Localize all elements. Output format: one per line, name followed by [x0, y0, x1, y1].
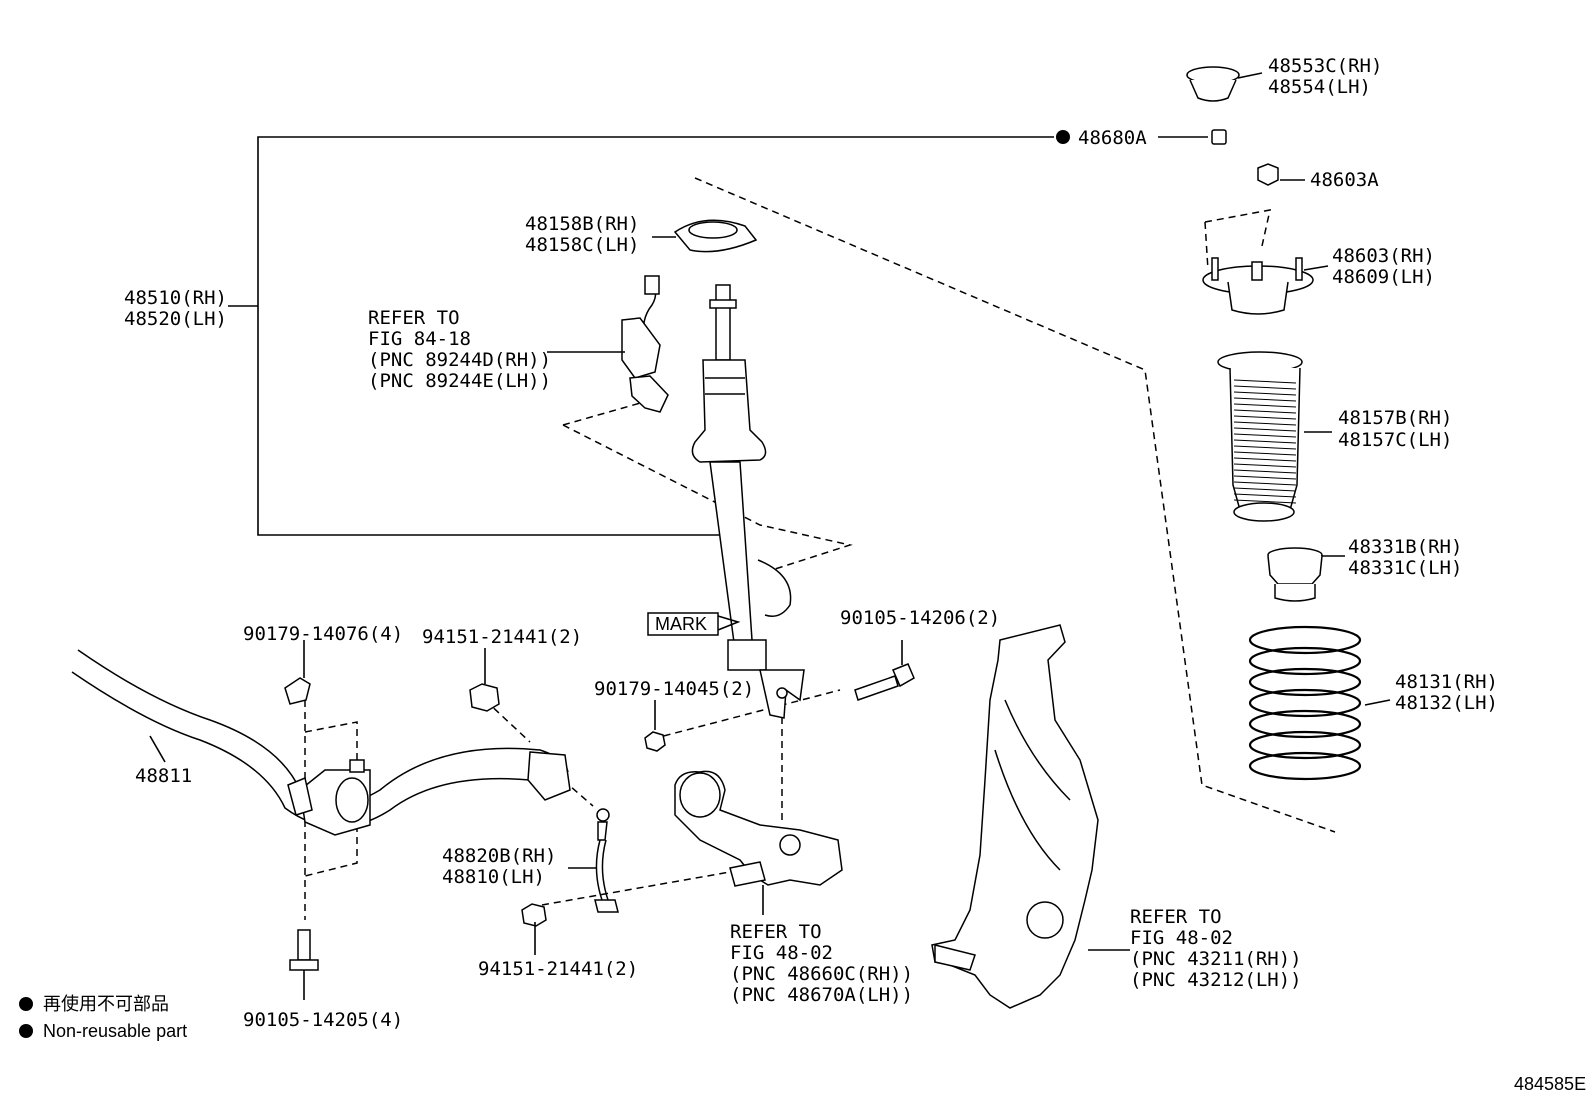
label-90105-14205: 90105-14205(4) — [243, 1009, 403, 1031]
refer3-line4: (PNC 43212(LH)) — [1130, 969, 1302, 991]
label-48157b: 48157B(RH) — [1338, 407, 1452, 429]
legend: 再使用不可部品 Non-reusable part — [19, 994, 187, 1041]
label-48680a: 48680A — [1078, 127, 1147, 149]
shock-absorber-part — [691, 284, 805, 719]
mark-callout: MARK — [647, 612, 741, 636]
label-48553c: 48553C(RH) — [1268, 55, 1382, 77]
refer1-line3: (PNC 89244D(RH)) — [368, 349, 551, 371]
nut-48603a-part — [1257, 163, 1305, 186]
refer2-line1: REFER TO — [730, 921, 822, 943]
stabilizer-bar-part — [71, 649, 571, 828]
label-48603a: 48603A — [1310, 169, 1379, 191]
refer1-line1: REFER TO — [368, 307, 460, 329]
legend-dot-en — [19, 1024, 33, 1038]
steering-knuckle-part — [931, 624, 1130, 1009]
label-48554: 48554(LH) — [1268, 76, 1371, 98]
label-48331b: 48331B(RH) — [1348, 536, 1462, 558]
nut-48680a-part — [1211, 129, 1227, 145]
bolt-90105-14205-part — [289, 929, 319, 1000]
label-90105-14206: 90105-14206(2) — [840, 607, 1000, 629]
upper-insulator-part — [652, 219, 758, 253]
diagram-id: 484585E — [1514, 1074, 1586, 1094]
label-48131: 48131(RH) — [1395, 671, 1498, 693]
label-94151-top: 94151-21441(2) — [422, 626, 582, 648]
strut-mount-part — [1202, 257, 1329, 315]
stabilizer-link-part — [568, 808, 619, 913]
label-48609: 48609(LH) — [1332, 266, 1435, 288]
strut-assembly-bracket — [228, 130, 1208, 536]
refer3-line1: REFER TO — [1130, 906, 1222, 928]
nut-94151-bottom-part — [521, 903, 547, 955]
label-48520: 48520(LH) — [124, 308, 227, 330]
dust-cap-part — [1186, 66, 1263, 102]
callout-labels: 48553C(RH) 48554(LH) 48680A 48603A 48158… — [124, 55, 1498, 1031]
mark-label: MARK — [655, 614, 707, 634]
stabilizer-bushing-part — [287, 759, 371, 836]
refer1-line4: (PNC 89244E(LH)) — [368, 370, 551, 392]
label-48157c: 48157C(LH) — [1338, 429, 1452, 451]
lower-arm-part — [674, 770, 843, 915]
sensor-bracket-part — [547, 275, 669, 413]
label-48820b: 48820B(RH) — [442, 845, 556, 867]
bellows-boot-part — [1217, 351, 1332, 522]
label-48603: 48603(RH) — [1332, 245, 1435, 267]
label-48132: 48132(LH) — [1395, 692, 1498, 714]
label-48510: 48510(RH) — [124, 287, 227, 309]
bolt-90105-14206-part — [854, 640, 915, 701]
legend-dot-jp — [19, 997, 33, 1011]
label-90179-14045: 90179-14045(2) — [594, 678, 754, 700]
assembly-dashed-lines — [304, 177, 1336, 920]
legend-english-text: Non-reusable part — [43, 1021, 187, 1041]
nut-90179-14045-part — [644, 700, 666, 752]
coil-spring-part — [1248, 625, 1362, 781]
refer2-line4: (PNC 48670A(LH)) — [730, 984, 913, 1006]
bump-stopper-part — [1267, 547, 1345, 602]
label-48158b: 48158B(RH) — [525, 213, 639, 235]
label-48810: 48810(LH) — [442, 866, 545, 888]
nut-90179-14076-part — [284, 640, 311, 705]
label-90179-14076: 90179-14076(4) — [243, 623, 403, 645]
label-48331c: 48331C(LH) — [1348, 557, 1462, 579]
refer3-line3: (PNC 43211(RH)) — [1130, 948, 1302, 970]
refer2-line3: (PNC 48660C(RH)) — [730, 963, 913, 985]
refer1-line2: FIG 84-18 — [368, 328, 471, 350]
non-reusable-dot — [1056, 130, 1070, 144]
refer3-line2: FIG 48-02 — [1130, 927, 1233, 949]
legend-japanese-text: 再使用不可部品 — [43, 994, 169, 1014]
label-94151-bottom: 94151-21441(2) — [478, 958, 638, 980]
nut-94151-top-part — [469, 648, 500, 712]
refer2-line2: FIG 48-02 — [730, 942, 833, 964]
label-48158c: 48158C(LH) — [525, 234, 639, 256]
label-48811: 48811 — [135, 765, 192, 787]
